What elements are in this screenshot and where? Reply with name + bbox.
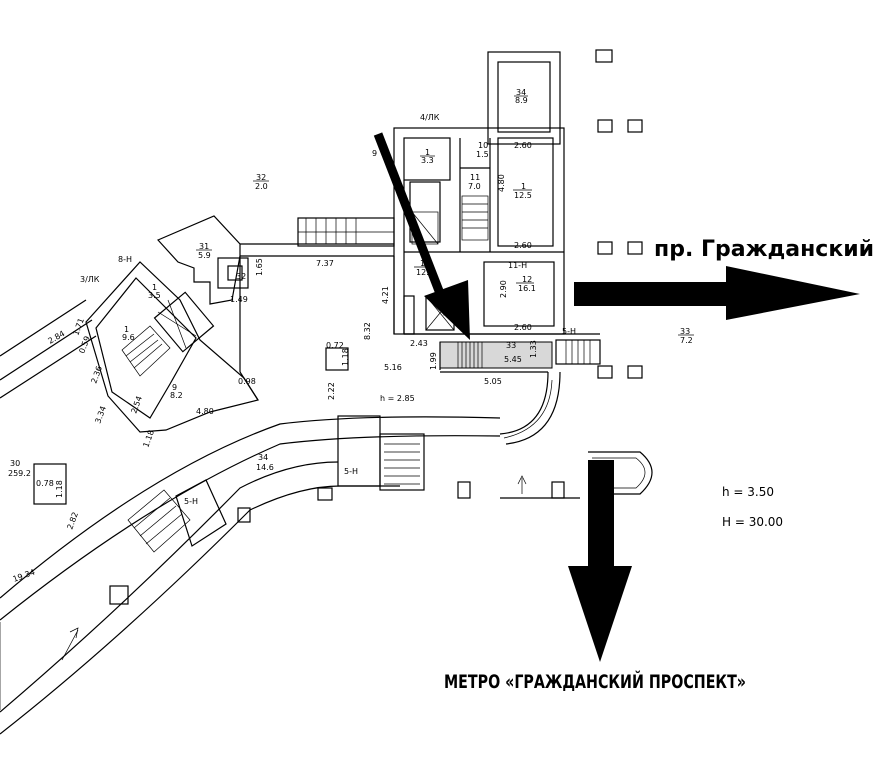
room-area: 7.2 bbox=[680, 336, 693, 345]
room-code: 9 bbox=[372, 149, 377, 158]
room-area: 14.6 bbox=[256, 463, 274, 472]
dimension: 2.22 bbox=[327, 382, 336, 400]
room-codes: 4/ЛК 11-Н 5-Н 5-Н 5-Н 3/ЛК 8-Н 9 bbox=[80, 113, 576, 506]
room-number: 1 bbox=[124, 325, 129, 334]
left-building-walls bbox=[0, 215, 259, 433]
room-number: 11 bbox=[470, 173, 480, 182]
dimension: 7.37 bbox=[316, 259, 334, 268]
dimension: 2.60 bbox=[514, 241, 532, 250]
room-number: 1 bbox=[152, 283, 157, 292]
room-code: 3/ЛК bbox=[80, 275, 100, 284]
dimension: 2.43 bbox=[410, 339, 428, 348]
room-number: 13 bbox=[420, 259, 430, 268]
room-area: 1.5 bbox=[476, 150, 489, 159]
room-number: 33 bbox=[506, 341, 516, 350]
dimension: 0.59 bbox=[77, 335, 92, 355]
curved-passage bbox=[0, 415, 653, 735]
room-number: 30 bbox=[10, 459, 20, 468]
dimension: 0.72 bbox=[326, 341, 344, 350]
dimension: 3.34 bbox=[93, 405, 108, 425]
room-area: 259.2 bbox=[8, 469, 31, 478]
room-number: 32 bbox=[236, 272, 246, 281]
height-main: h = 2.85 bbox=[380, 394, 415, 403]
room-code: 5-Н bbox=[562, 327, 576, 336]
street-label: пр. Гражданский bbox=[654, 237, 874, 262]
dimension: 2.60 bbox=[514, 141, 532, 150]
room-area: 2.0 bbox=[255, 182, 268, 191]
dimension: 2.60 bbox=[514, 323, 532, 332]
room-number: 10 bbox=[478, 141, 488, 150]
room-number: 1 bbox=[425, 148, 430, 157]
height-H: H = 30.00 bbox=[722, 515, 783, 529]
dimension: 5.05 bbox=[484, 377, 502, 386]
dimension: 1.65 bbox=[255, 258, 264, 276]
metro-arrow bbox=[568, 460, 632, 662]
room-area: 3.5 bbox=[148, 291, 161, 300]
room-number: 34 bbox=[258, 453, 268, 462]
dimension-labels: 2.60 4.80 2.60 2.90 2.60 7.37 1.65 1.49 … bbox=[12, 141, 538, 584]
room-number: 34 bbox=[516, 88, 526, 97]
room-area: 12.5 bbox=[514, 191, 532, 200]
room-area: 7.0 bbox=[468, 182, 481, 191]
room-number: 12 bbox=[522, 275, 532, 284]
dimension: 1.18 bbox=[55, 480, 64, 498]
dimension: 0.78 bbox=[36, 479, 54, 488]
room-area: 8.2 bbox=[170, 391, 183, 400]
dimension: 4.80 bbox=[497, 174, 506, 192]
room-area: 8.9 bbox=[515, 96, 528, 105]
room-code: 5-Н bbox=[184, 497, 198, 506]
corridor-walls bbox=[240, 217, 395, 257]
dimension: 8.32 bbox=[363, 322, 372, 340]
upper-stairs bbox=[411, 195, 489, 245]
room-area: 5.45 bbox=[504, 355, 522, 364]
dimension: 19.34 bbox=[12, 568, 37, 584]
room-area: 12.2 bbox=[416, 268, 434, 277]
room-number: 33 bbox=[680, 327, 690, 336]
dimension: 0.98 bbox=[238, 377, 256, 386]
room-labels: 34 8.9 1 3.3 10 1.5 11 7.0 1 12.5 13 12.… bbox=[8, 88, 694, 478]
entrance-arrow bbox=[373, 132, 470, 340]
dimension: 1.49 bbox=[230, 295, 248, 304]
dimension: 2.82 bbox=[65, 511, 80, 531]
room-area: 16.1 bbox=[518, 284, 536, 293]
height-h: h = 3.50 bbox=[722, 485, 774, 499]
metro-label: МЕТРО «ГРАЖДАНСКИЙ ПРОСПЕКТ» bbox=[444, 670, 746, 693]
room-area: 3.3 bbox=[421, 156, 434, 165]
room-code: 8-Н bbox=[118, 255, 132, 264]
room-code: 5-Н bbox=[344, 467, 358, 476]
dimension: 1.33 bbox=[529, 340, 538, 358]
room-code: 11-Н bbox=[508, 261, 527, 270]
room-number: 31 bbox=[199, 242, 209, 251]
room-area: 9.6 bbox=[122, 333, 135, 342]
dimension: 4.21 bbox=[381, 286, 390, 304]
dimension: 1.99 bbox=[429, 352, 438, 370]
room-number: 9 bbox=[172, 383, 177, 392]
dimension: 4.80 bbox=[196, 407, 214, 416]
room-number: 1 bbox=[521, 182, 526, 191]
street-arrow bbox=[574, 266, 860, 320]
dimension: 1.71 bbox=[71, 317, 86, 337]
room-number: 32 bbox=[256, 173, 266, 182]
room-code: 4/ЛК bbox=[420, 113, 440, 122]
dimension: 1.18 bbox=[341, 348, 350, 366]
dimension: 2.90 bbox=[499, 280, 508, 298]
room-area: 5.9 bbox=[198, 251, 211, 260]
central-hall-walls bbox=[239, 256, 601, 445]
dimension: 5.16 bbox=[384, 363, 402, 372]
